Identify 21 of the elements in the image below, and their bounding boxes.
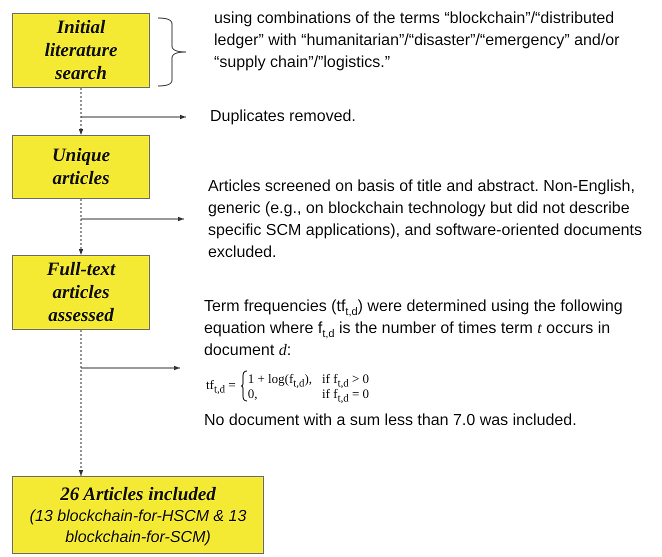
description-text: using combinations of the terms “blockchain”/“distributed ledger” with “humanitarian”/“disaster”/“emergency” and/or “supply chain”/”logistics.” bbox=[214, 9, 620, 73]
description-text: Duplicates removed. bbox=[210, 107, 357, 127]
box-title: 26 Articles included bbox=[59, 482, 217, 506]
process-box bbox=[12, 255, 150, 330]
equation-term: 1 + log(f$_{t,d}$), bbox=[248, 371, 312, 386]
arrow bbox=[80, 198, 184, 222]
equation-term: 0, bbox=[248, 386, 258, 401]
process-box bbox=[12, 135, 150, 199]
description-text: Term frequencies (tf$_{t,d}$) were determined using the following equation where f$_{t,d}$ is the number of times term t occurs in document d: bbox=[204, 297, 624, 361]
description-text: No document with a sum less than 7.0 was included. bbox=[204, 411, 578, 431]
process-box bbox=[12, 13, 150, 88]
box-title: Unique articles bbox=[50, 144, 112, 190]
box-title: Initial literature search bbox=[44, 16, 118, 85]
process-box bbox=[12, 476, 264, 554]
arrow bbox=[80, 330, 180, 370]
description-text: Articles screened on basis of title and abstract. Non-English, generic (e.g., on blockchain technology but did not describe specific SCM applications), and software-oriented documents excluded. bbox=[208, 177, 643, 263]
box-note: (13 blockchain-for-HSCM & 13 blockchain-for-SCM) bbox=[28, 506, 248, 548]
equation-term: tf$_{t,d}$ = bbox=[206, 376, 236, 396]
box-title: Full-text articles assessed bbox=[46, 258, 117, 327]
equation-term: if f$_{t,d}$ > 0 bbox=[322, 371, 370, 386]
arrow bbox=[80, 88, 186, 120]
